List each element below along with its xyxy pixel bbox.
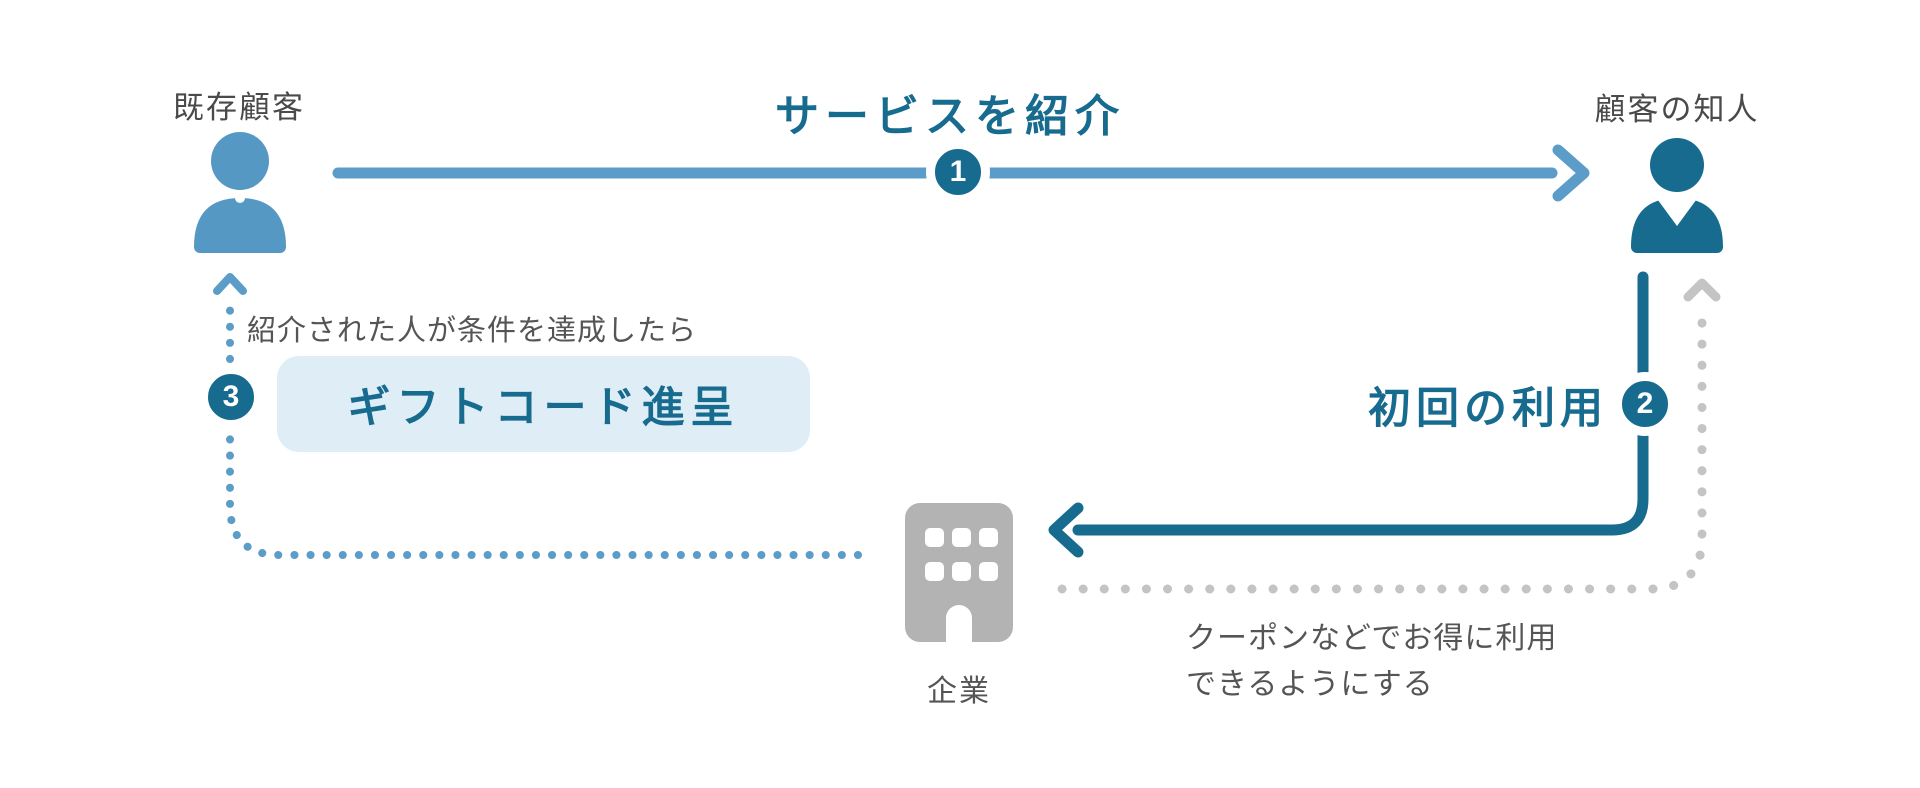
step3-dotted-line xyxy=(226,296,862,559)
person-collar-notch xyxy=(1652,192,1702,226)
building-window xyxy=(979,528,998,547)
step1-title: サービスを紹介 xyxy=(775,92,1125,141)
building-window xyxy=(952,528,971,547)
step3-number: 3 xyxy=(222,380,240,413)
step3-condition-text: 紹介された人が条件を達成したら xyxy=(247,315,698,347)
existing-customer-icon xyxy=(194,132,286,253)
building-door xyxy=(946,605,972,642)
step3-number-badge: 3 xyxy=(199,365,263,429)
reward-box-label: ギフトコード進呈 xyxy=(347,384,740,432)
company-label: 企業 xyxy=(927,675,991,708)
step3-dotted-arrow xyxy=(213,273,862,559)
step2-arrow xyxy=(1048,271,1649,558)
reward-box: ギフトコード進呈 xyxy=(277,356,810,452)
friend-icon xyxy=(1631,138,1723,253)
building-window xyxy=(952,562,971,581)
building-window xyxy=(925,562,944,581)
coupon-arrowhead-icon xyxy=(1683,278,1721,302)
person-head xyxy=(1650,138,1704,192)
step1-arrowhead-icon xyxy=(1552,144,1590,202)
coupon-note: クーポンなどでお得に利用 できるようにする xyxy=(1186,616,1557,708)
friend-label: 顧客の知人 xyxy=(1594,92,1760,127)
step2-number-badge: 2 xyxy=(1613,372,1677,436)
coupon-dotted-line xyxy=(1057,299,1707,594)
building-window xyxy=(925,528,944,547)
step2-title: 初回の利用 xyxy=(1368,385,1608,433)
coupon-note-line2: できるようにする xyxy=(1186,668,1434,701)
person-head xyxy=(211,132,269,190)
step2-arrow-line xyxy=(1072,271,1649,536)
step2-arrowhead-icon xyxy=(1048,502,1084,558)
step3-arrowhead-icon xyxy=(213,273,247,295)
coupon-dotted-arrow xyxy=(1057,278,1721,594)
company-building-icon xyxy=(905,503,1013,642)
step1-number: 1 xyxy=(949,155,967,188)
person-body xyxy=(194,198,286,253)
building-window xyxy=(979,562,998,581)
person-neck-notch xyxy=(235,193,245,203)
coupon-note-line1: クーポンなどでお得に利用 xyxy=(1186,622,1558,655)
existing-customer-label: 既存顧客 xyxy=(173,90,305,125)
step2-number: 2 xyxy=(1636,387,1654,420)
step1-number-badge: 1 xyxy=(926,140,990,204)
